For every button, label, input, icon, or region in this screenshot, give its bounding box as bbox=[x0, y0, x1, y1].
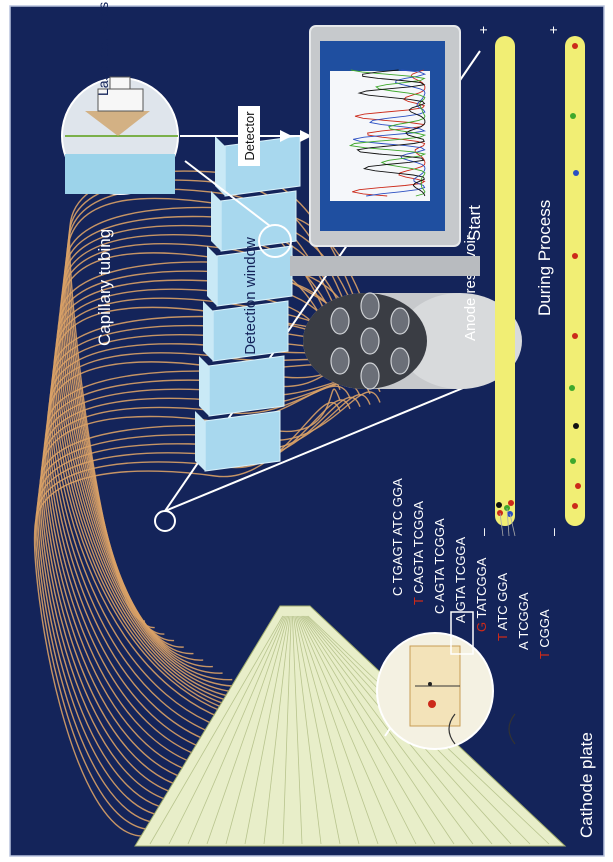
svg-text:–: – bbox=[475, 528, 491, 536]
dna-sequence: T ATC GGA bbox=[495, 573, 510, 641]
svg-text:+: + bbox=[475, 26, 491, 34]
dna-sequence: C AGTA TCGGA bbox=[432, 518, 447, 614]
detector-box: Detector bbox=[238, 106, 260, 166]
dna-sequence: A TCGGA bbox=[516, 592, 531, 650]
capillary-tubing-label: Capillary tubing bbox=[95, 229, 114, 346]
during-process-label: During Process bbox=[535, 200, 554, 316]
monitor bbox=[290, 26, 480, 276]
dna-sequence: T CAGTA TCGGA bbox=[411, 501, 426, 605]
dna-sequence: A GTA TCGGA bbox=[453, 536, 468, 623]
anode-well bbox=[331, 348, 349, 374]
anode-reservoir-label: Anode reservoir bbox=[462, 235, 479, 341]
svg-text:Detector: Detector bbox=[242, 111, 257, 161]
start-label: Start bbox=[465, 205, 484, 241]
dna-sequence: C TGAGT ATC GGA bbox=[390, 478, 405, 596]
anode-well bbox=[361, 328, 379, 354]
anode-well bbox=[391, 308, 409, 334]
cathode-plate-label: Cathode plate bbox=[577, 732, 596, 838]
laser-activates-dyes-label: Laser activates dyes bbox=[95, 0, 111, 96]
anode-reservoir bbox=[303, 293, 522, 389]
dna-sequence: T CGGA bbox=[537, 609, 552, 659]
dna-sequence: G TATCGGA bbox=[474, 557, 489, 632]
anode-well bbox=[331, 308, 349, 334]
detection-window-label: Detection window bbox=[242, 237, 259, 355]
anode-well bbox=[361, 363, 379, 389]
anode-well bbox=[361, 293, 379, 319]
anode-well bbox=[391, 348, 409, 374]
svg-text:–: – bbox=[545, 528, 561, 536]
svg-text:+: + bbox=[545, 26, 561, 34]
